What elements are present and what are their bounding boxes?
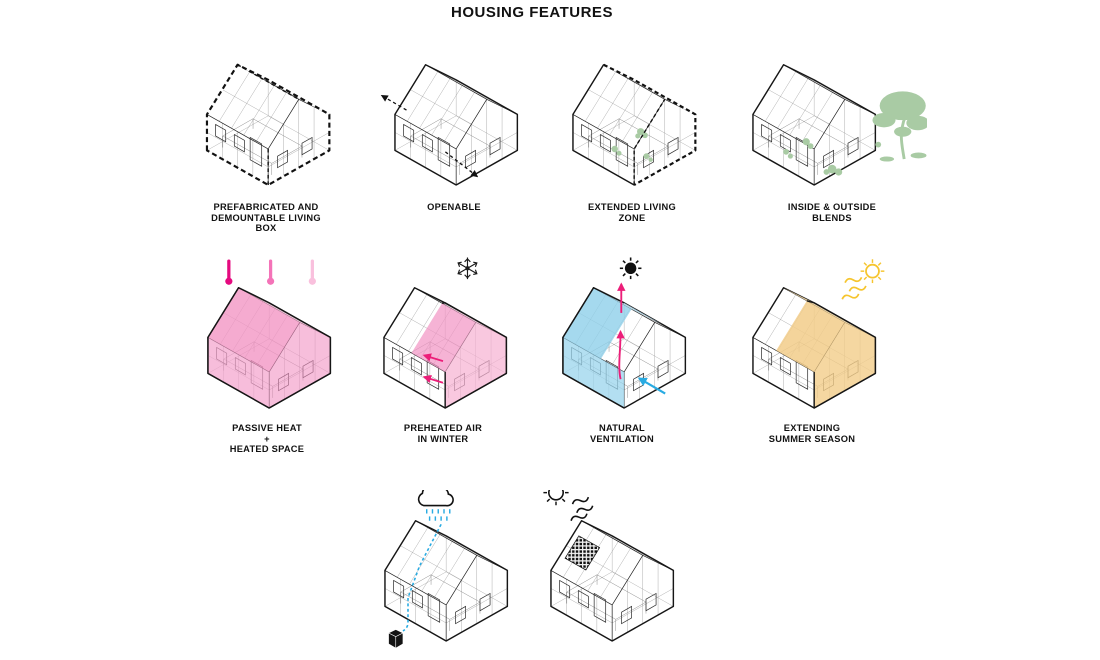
- house-icon: [752, 64, 877, 186]
- warm-tint: [776, 287, 877, 409]
- rain-icon: [425, 509, 451, 521]
- plants-icon: [783, 138, 843, 176]
- feature-label: OPENABLE: [427, 202, 481, 212]
- snowflake-icon: [457, 257, 478, 280]
- plants-icon: [611, 128, 653, 162]
- feature-extended-living-zone: EXTENDED LIVING ZONE: [557, 60, 707, 223]
- openable-house-illustration: [380, 64, 519, 186]
- dashed-outline-house-icon: [205, 63, 331, 187]
- feature-label: INSIDE & OUTSIDE BLENDS: [787, 202, 877, 223]
- house-icon: [550, 519, 675, 642]
- inflow-arrow-icon: [422, 353, 444, 384]
- feature-label: PASSIVE HEAT + HEATED SPACE: [229, 423, 305, 455]
- heat-tint: [207, 287, 332, 409]
- feature-openable: OPENABLE: [379, 60, 529, 213]
- house-icon: [394, 64, 519, 186]
- heat-waves-icon: [569, 494, 595, 524]
- prefab-house-illustration: [205, 63, 331, 187]
- summer-illustration: [752, 259, 885, 409]
- water-tank-icon: [387, 629, 404, 649]
- blends-illustration: [752, 64, 927, 186]
- passive-heat-illustration: [207, 259, 332, 409]
- feature-prefab-box: PREFABRICATED AND DEMOUNTABLE LIVING BOX: [191, 60, 341, 234]
- sun-icon: [543, 490, 569, 506]
- sun-icon: [619, 257, 642, 280]
- updraft-arrow-icon: [616, 282, 626, 380]
- feature-label: NATURAL VENTILATION: [589, 423, 655, 444]
- sun-icon: [860, 259, 885, 284]
- house-icon: [384, 519, 509, 642]
- house-icon: [572, 64, 697, 186]
- thermometer-icon: [225, 259, 316, 285]
- intake-arrow-icon: [637, 377, 666, 395]
- page-title: HOUSING FEATURES: [451, 4, 613, 21]
- collection-pipe-icon: [402, 523, 442, 632]
- feature-inside-outside-blends: INSIDE & OUTSIDE BLENDS: [737, 60, 927, 223]
- heat-waves-icon: [840, 274, 868, 303]
- solar-illustration: [543, 490, 675, 642]
- open-arrow-icon: [380, 94, 479, 178]
- preheated-air-illustration: [383, 257, 508, 409]
- feature-natural-ventilation: NATURAL VENTILATION: [547, 253, 697, 444]
- feature-preheated-air: PREHEATED AIR IN WINTER: [368, 253, 518, 444]
- solar-panel-icon: [564, 535, 601, 571]
- feature-label: PREHEATED AIR IN WINTER: [403, 423, 483, 444]
- extended-zone-illustration: [572, 63, 697, 186]
- tree-icon: [872, 91, 927, 162]
- feature-label: PREFABRICATED AND DEMOUNTABLE LIVING BOX: [211, 202, 321, 234]
- feature-label: EXTENDED LIVING ZONE: [588, 202, 676, 223]
- ventilation-illustration: [562, 257, 687, 409]
- feature-label: EXTENDING SUMMER SEASON: [768, 423, 856, 444]
- cool-tint: [562, 287, 663, 409]
- dashed-zone-icon: [603, 63, 697, 186]
- feature-rainwater-collection: [369, 490, 519, 660]
- feature-passive-heat: PASSIVE HEAT + HEATED SPACE: [192, 253, 342, 455]
- feature-solar-panel: [535, 490, 685, 660]
- rainwater-illustration: [384, 490, 509, 649]
- feature-extending-summer: EXTENDING SUMMER SEASON: [737, 253, 887, 444]
- rain-cloud-icon: [417, 490, 454, 521]
